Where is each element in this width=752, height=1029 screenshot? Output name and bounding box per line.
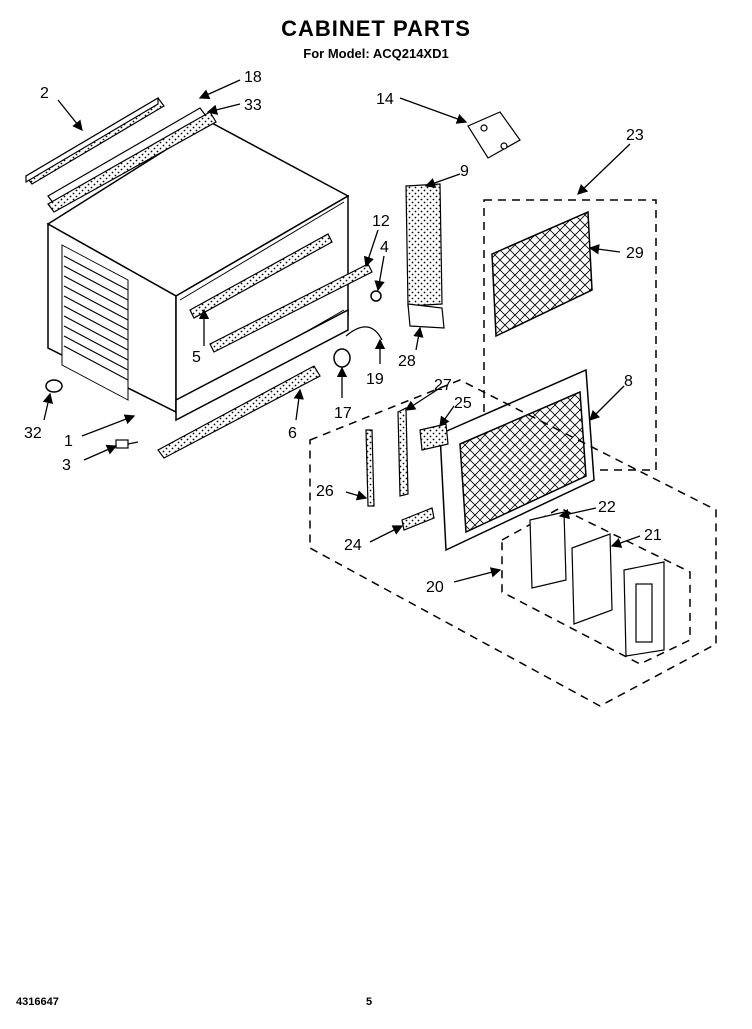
callout-2: 2	[40, 85, 49, 102]
page-number: 5	[366, 996, 373, 1008]
callout-4: 4	[380, 239, 389, 256]
callout-12: 12	[372, 213, 390, 230]
callout-20: 20	[426, 579, 444, 596]
callout-29: 29	[626, 245, 644, 262]
grille-assembly-outline	[483, 199, 657, 471]
seal-strip-part-b	[397, 407, 409, 497]
screw-part	[115, 439, 139, 449]
seal-strip-part	[365, 429, 375, 507]
document-number: 4316647	[16, 996, 59, 1008]
front-assembly-outline	[309, 379, 717, 707]
callout-26: 26	[316, 483, 334, 500]
louver-assembly-outline	[501, 507, 691, 665]
bushing-part	[333, 348, 351, 368]
callout-32: 32	[24, 425, 42, 442]
gasket-part	[419, 423, 449, 451]
callout-labels: 2 18 33 14 23 9 12 4 29 5 19 28 8 27 25 …	[24, 69, 662, 596]
callout-25: 25	[454, 395, 472, 412]
interior-rails	[157, 233, 373, 459]
callout-22: 22	[598, 499, 616, 516]
callout-8: 8	[624, 373, 633, 390]
callout-1: 1	[64, 433, 73, 450]
callout-17: 17	[334, 405, 352, 422]
callout-23: 23	[626, 127, 644, 144]
callout-28: 28	[398, 353, 416, 370]
louver-lines	[63, 255, 129, 381]
foam-block-part	[401, 507, 435, 531]
filter-part	[405, 183, 443, 307]
callout-19: 19	[366, 371, 384, 388]
callout-24: 24	[344, 537, 362, 554]
callout-18: 18	[244, 69, 262, 86]
callout-21: 21	[644, 527, 662, 544]
bracket-part	[467, 111, 521, 159]
foot-part	[45, 379, 63, 393]
callout-3: 3	[62, 457, 71, 474]
page-title: CABINET PARTS	[281, 16, 471, 41]
callout-5: 5	[192, 349, 201, 366]
bolt-part	[370, 290, 382, 302]
callout-14: 14	[376, 91, 394, 108]
front-panel-part	[439, 368, 595, 552]
leader-lines	[42, 79, 641, 583]
louver-parts	[529, 511, 665, 657]
callout-9: 9	[460, 163, 469, 180]
callout-6: 6	[288, 425, 297, 442]
filter-block-part	[407, 303, 445, 329]
callout-27: 27	[434, 377, 452, 394]
air-grille-part	[491, 210, 593, 338]
top-rail-assembly	[25, 96, 217, 213]
model-subtitle: For Model: ACQ214XD1	[303, 46, 449, 61]
wire-part	[345, 326, 383, 341]
callout-33: 33	[244, 97, 262, 114]
